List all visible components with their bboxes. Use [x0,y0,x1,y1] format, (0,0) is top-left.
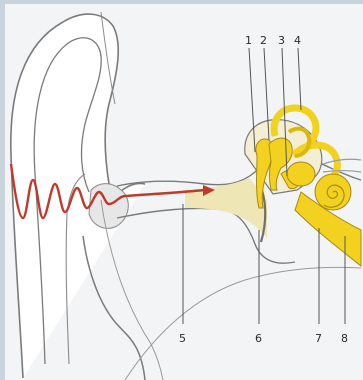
skull-outline [125,267,361,380]
label-1: 1 [245,34,252,47]
leader-line-4 [298,48,301,110]
label-7: 7 [315,332,322,345]
ear-canal-shade [185,178,267,238]
label-6: 6 [255,332,262,345]
label-4: 4 [294,34,301,47]
ear-canal-lower-wall [117,208,295,263]
label-8: 8 [341,332,348,345]
ear-anatomy-diagram: 1 2 3 4 5 6 7 8 [5,4,363,380]
label-2: 2 [260,34,267,47]
vestibule [287,162,315,186]
ear-diagram-svg: 1 2 3 4 5 6 7 8 [5,4,363,380]
auditory-nerve [323,159,361,172]
label-5: 5 [179,332,186,345]
label-3: 3 [278,34,285,47]
